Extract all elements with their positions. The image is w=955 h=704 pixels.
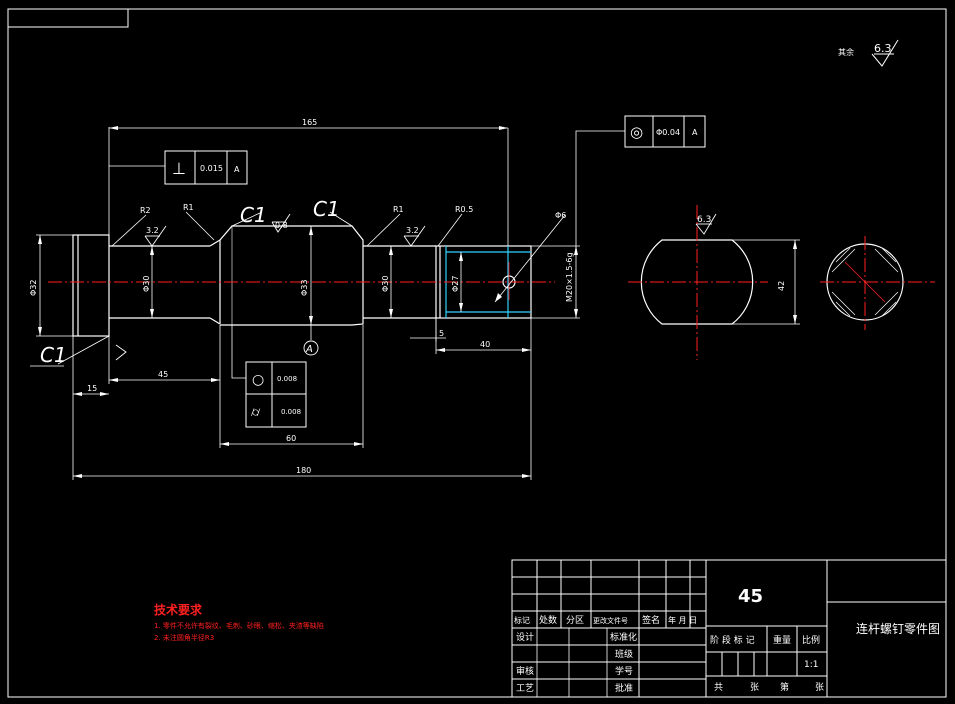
title-block-stage-headers-0: 阶 段 标 记	[710, 634, 755, 646]
roughness-value-1: 3.2	[146, 226, 159, 235]
title-block-labels-standardization: 标准化	[610, 631, 637, 643]
roughness-other-note: 其余 6.3	[838, 39, 899, 67]
title-block-labels-process: 工艺	[516, 683, 534, 694]
title-block-stage-headers-2: 比例	[802, 634, 820, 646]
dim-40: 40	[480, 340, 490, 349]
roughness-value-3: 3.2	[406, 226, 419, 235]
tol-value-4: 0.008	[281, 408, 301, 416]
material-value: 45	[738, 586, 763, 607]
tol-symbol-circularity: ○	[252, 372, 264, 388]
drawing-name: 连杆螺钉零件图	[856, 621, 940, 636]
notes-title: 技术要求	[154, 602, 203, 617]
dim-thread: M20×1.5-6g	[565, 252, 574, 302]
section-view-flat	[640, 239, 800, 325]
title-block-labels-class: 班级	[615, 648, 633, 660]
tol-symbol-perpendicularity: ⊥	[172, 159, 186, 178]
dim-45: 45	[158, 370, 168, 379]
dim-dia-right: Φ27	[451, 276, 460, 292]
dim-60: 60	[286, 434, 296, 443]
title-block-rev-headers-0: 标记	[514, 615, 530, 625]
title-block-labels-review: 审核	[516, 665, 534, 677]
tol-datum-1: A	[234, 165, 240, 174]
tol-symbol-concentricity: ◎	[630, 123, 643, 141]
dimension-lines	[30, 127, 625, 480]
title-block-sheets-1: 张	[750, 682, 759, 693]
tolerance-frame-top-left: ⊥ 0.015 A	[164, 150, 248, 185]
title-block-rev-headers-2: 分区	[566, 615, 584, 626]
fillet-label-2: R1	[183, 203, 194, 212]
section-view-cross	[820, 236, 935, 330]
dim-165: 165	[302, 118, 317, 127]
notes-item-1: 1. 零件不允许有裂纹、毛刺、砂眼、缩松、夹渣等缺陷	[154, 621, 324, 630]
shaft-outline	[72, 225, 532, 337]
dim-dia-mid: Φ30	[381, 276, 390, 292]
dim-180: 180	[296, 466, 311, 475]
tol-symbol-cylindricity: ⌭	[251, 405, 261, 420]
title-block-rev-headers-3: 更改文件号	[593, 616, 628, 625]
tol-value-3: 0.008	[277, 375, 297, 383]
dim-dia-left: Φ32	[29, 280, 38, 296]
title-block-sheets-3: 张	[815, 682, 824, 693]
title-block-sheets-2: 第	[780, 681, 789, 693]
dim-15: 15	[87, 384, 97, 393]
datum-a-label: A	[305, 344, 313, 355]
notes-item-2: 2. 未注圆角半径R3	[154, 633, 214, 642]
roughness-section: 6.3	[697, 215, 711, 225]
datum-a-circle	[303, 340, 319, 356]
fillet-label-4: R0.5	[455, 205, 473, 214]
chamfer-label-3: C1	[40, 343, 67, 367]
fillet-label-3: R1	[393, 205, 404, 214]
sheet-count: 共 张 第 张	[714, 681, 824, 693]
tolerance-frame-top-right: ◎ Φ0.04 A	[624, 115, 706, 148]
title-block-labels-design: 设计	[516, 631, 534, 643]
dim-42: 42	[777, 281, 786, 291]
roughness-symbols	[115, 213, 717, 361]
title-block-labels-student-no: 学号	[615, 665, 633, 677]
scale-value: 1:1	[804, 660, 818, 670]
title-block-rev-headers-4: 签名	[642, 614, 660, 626]
title-block-stage-headers-1: 重量	[773, 634, 791, 646]
title-block	[511, 559, 947, 698]
title-block-rev-headers-5: 年 月 日	[668, 615, 697, 625]
tol-datum-2: A	[692, 128, 698, 137]
chamfer-label-2: C1	[313, 197, 340, 221]
roughness-value-2: 0.8	[275, 221, 288, 230]
fillet-label-1: R2	[140, 206, 151, 215]
stage-headers: 阶 段 标 记 重量 比例	[710, 634, 820, 646]
dim-dia-neck: Φ30	[142, 276, 151, 292]
title-block-sheets-0: 共	[714, 682, 723, 693]
roughness-other-value: 6.3	[874, 42, 892, 55]
arrowheads	[38, 126, 578, 478]
hole-dia-label: Φ6	[555, 211, 566, 220]
title-block-labels-approve: 批准	[615, 682, 633, 694]
title-block-rev-headers-1: 处数	[539, 614, 557, 626]
chamfer-label-1: C1	[240, 203, 267, 227]
revision-headers: 标记 处数 分区 更改文件号 签名 年 月 日	[514, 614, 697, 626]
sheet-border	[7, 8, 947, 698]
dim-5: 5	[439, 329, 444, 338]
dim-dia-main: Φ33	[300, 280, 309, 296]
tolerance-frame-lower: ○ 0.008 ⌭ 0.008	[245, 361, 307, 428]
tol-value-1: 0.015	[200, 164, 223, 173]
approval-labels: 设计 标准化 班级 审核 学号 工艺 批准	[516, 631, 637, 694]
roughness-other-label: 其余	[838, 47, 854, 57]
tol-value-2: Φ0.04	[656, 128, 680, 137]
